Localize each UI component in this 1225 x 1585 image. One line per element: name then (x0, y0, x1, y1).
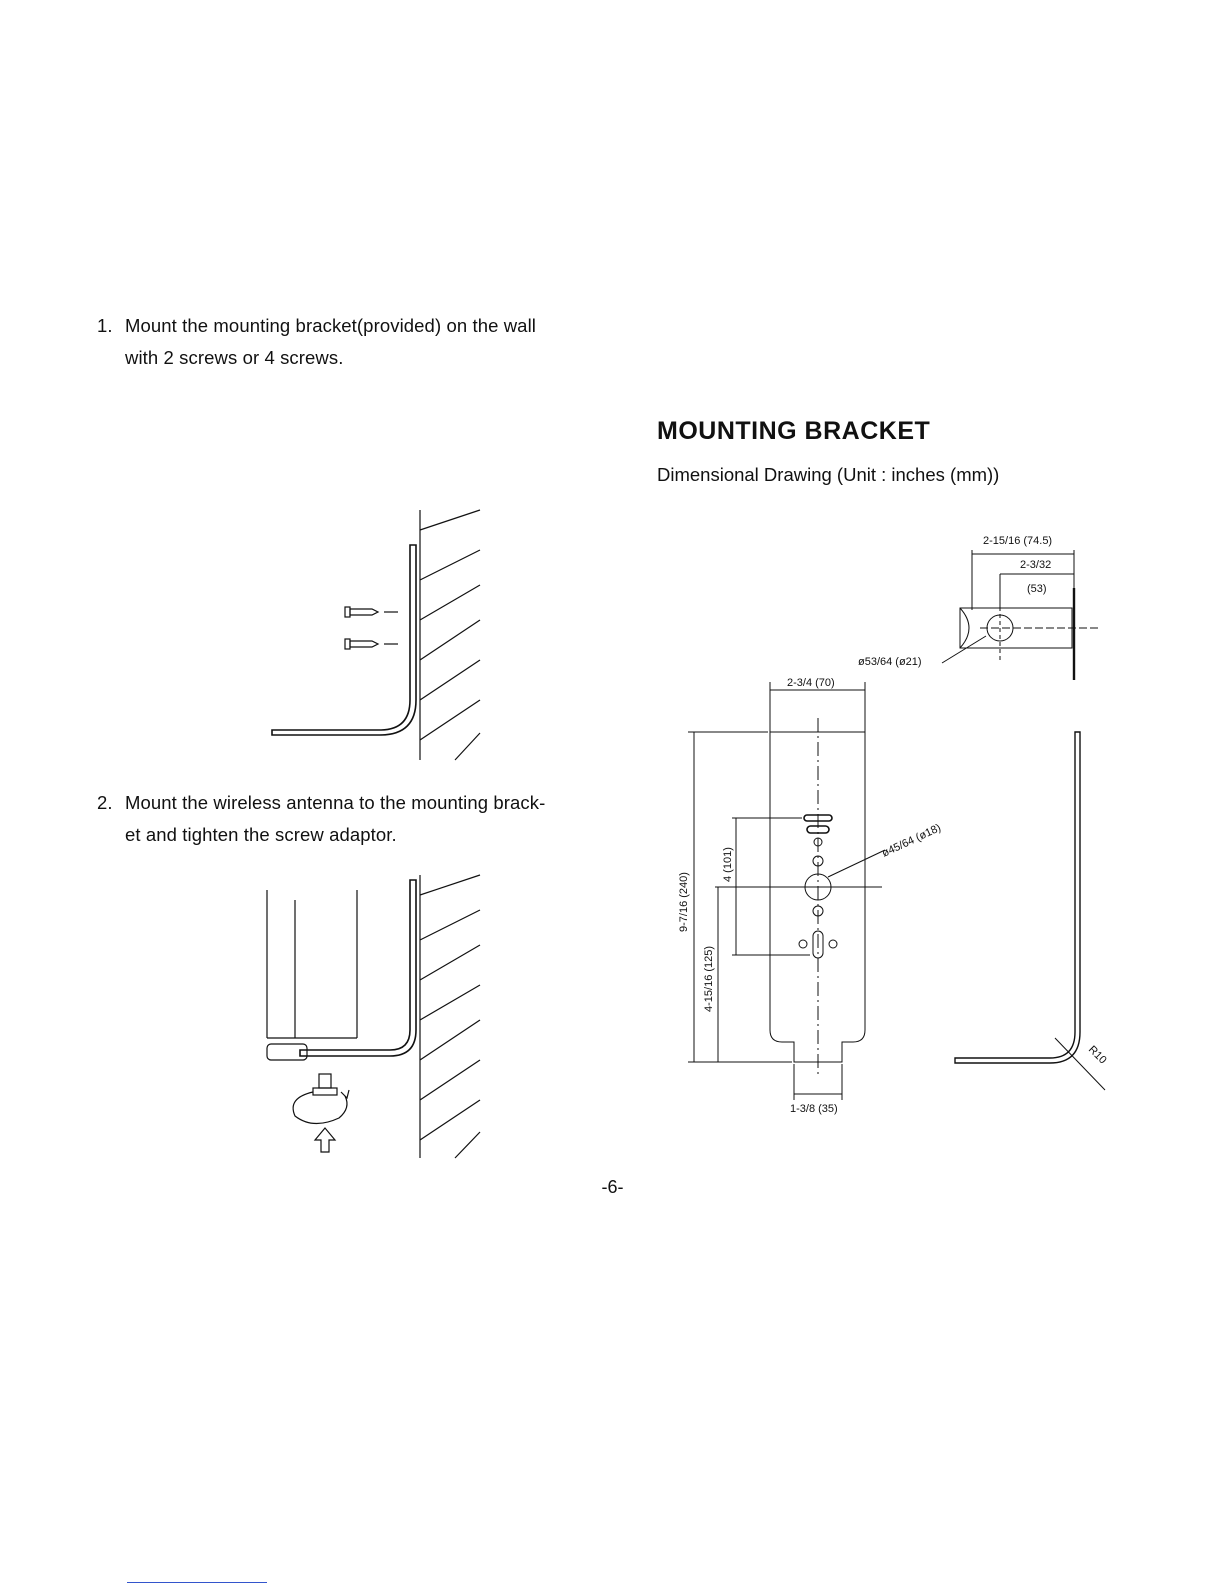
dim-hole-span: 4 (101) (722, 847, 734, 882)
screw-icon (344, 638, 398, 650)
step-1: 1. Mount the mounting bracket(provided) … (97, 311, 617, 375)
dim-plate-width: 2-3/4 (70) (787, 677, 835, 689)
step-2-number: 2. (97, 792, 113, 813)
dim-top-width: 2-15/16 (74.5) (983, 535, 1052, 547)
antenna-mount-illustration (266, 874, 481, 1159)
page-number: -6- (601, 1177, 624, 1197)
step-2-line-2: et and tighten the screw adaptor. (125, 824, 397, 845)
dim-center-hole: ø45/64 (ø18) (880, 822, 943, 860)
step-1-number: 1. (97, 315, 113, 336)
step-1-line-1: Mount the mounting bracket(provided) on … (125, 315, 536, 336)
bracket-wall-illustration (271, 509, 481, 761)
screw-icon (344, 606, 398, 618)
section-title: MOUNTING BRACKET (657, 417, 931, 445)
dim-inner-width-mm: (53) (1027, 583, 1047, 595)
dim-hole-large: ø53/64 (ø21) (858, 656, 922, 668)
step-2: 2. Mount the wireless antenna to the mou… (97, 788, 617, 852)
dim-total-height: 9-7/16 (240) (678, 872, 690, 932)
step-1-line-2: with 2 screws or 4 screws. (125, 347, 344, 368)
bottom-link-underline (127, 1582, 267, 1583)
dim-inner-width: 2-3/32 (1020, 559, 1051, 571)
step-2-line-1: Mount the wireless antenna to the mounti… (125, 792, 546, 813)
dim-radius: R10 (1086, 1044, 1109, 1067)
dim-lower-height: 4-15/16 (125) (703, 946, 715, 1012)
section-subtitle: Dimensional Drawing (Unit : inches (mm)) (657, 464, 1000, 485)
dim-tab-width: 1-3/8 (35) (790, 1103, 838, 1115)
screw-adaptor-icon (292, 1073, 350, 1125)
dimensional-drawing: 2-15/16 (74.5) 2-3/32 (53) ø53/64 (ø21) … (678, 535, 1109, 1115)
up-arrow-icon (313, 1127, 337, 1153)
